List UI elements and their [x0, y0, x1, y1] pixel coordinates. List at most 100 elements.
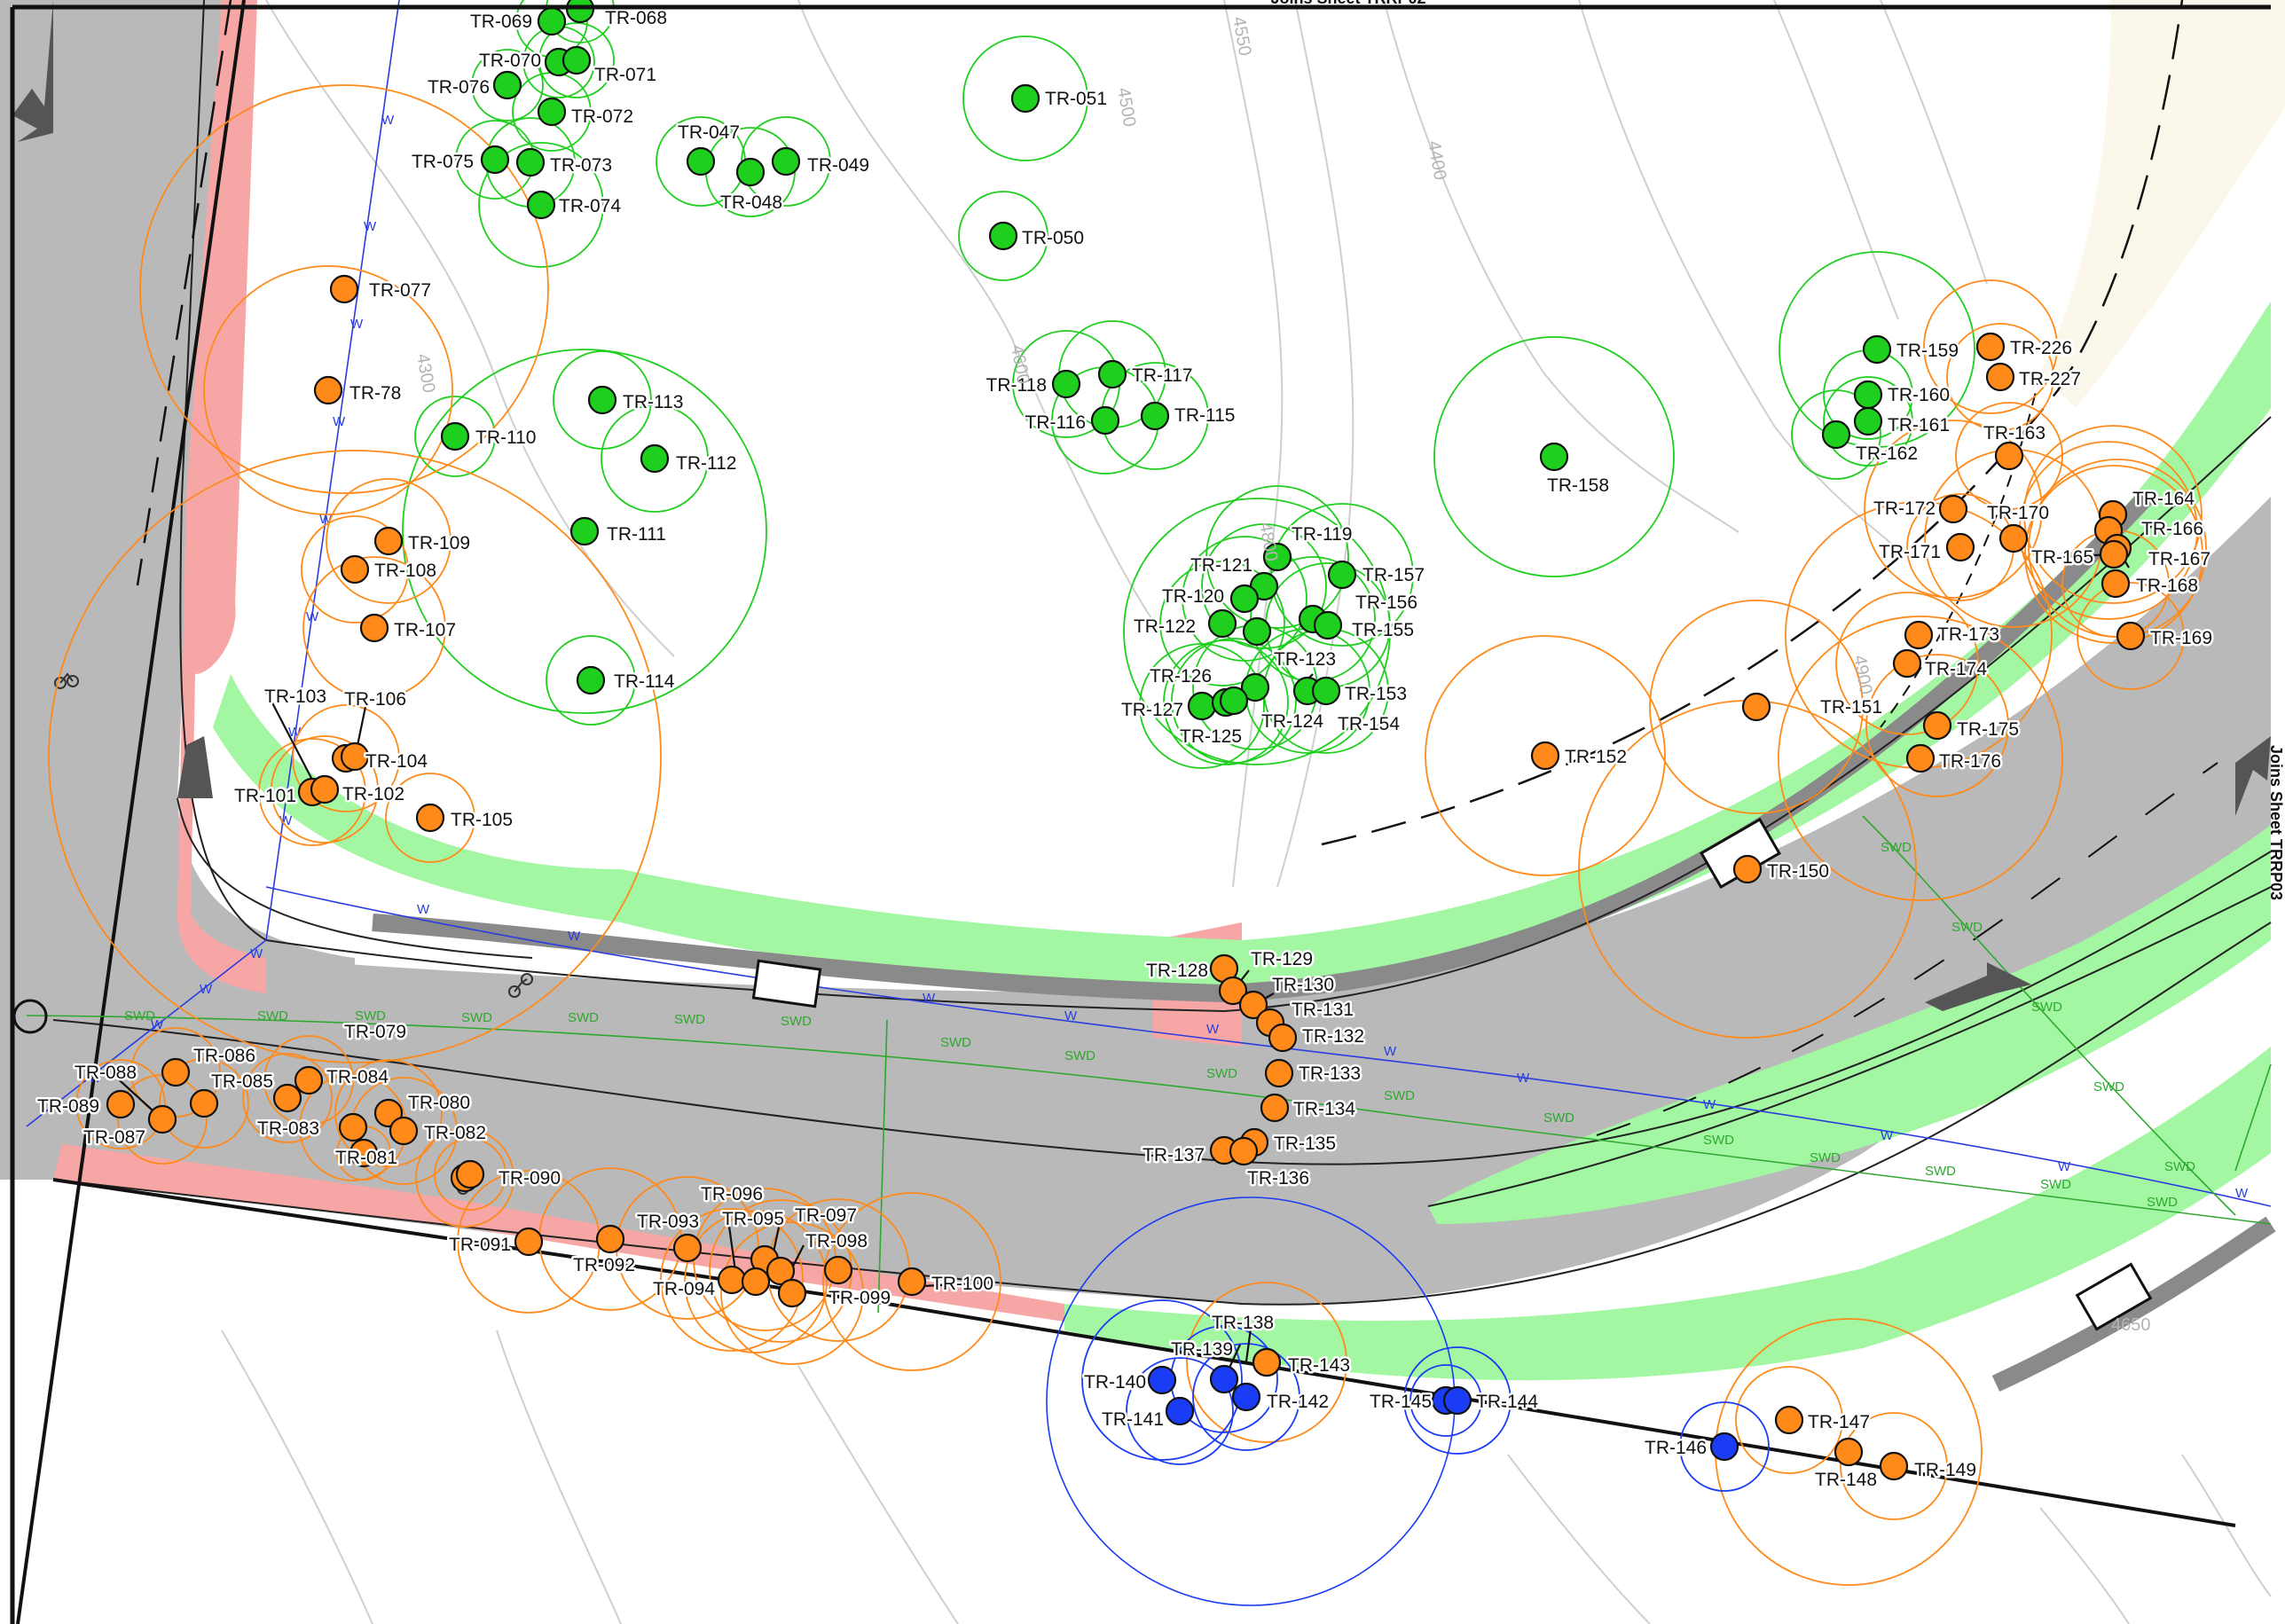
tree-marker-tr-140[interactable]: [1147, 1365, 1177, 1395]
tree-marker-tr-168[interactable]: [2100, 569, 2131, 599]
tree-marker-tr-114[interactable]: [576, 665, 606, 695]
tree-marker-tr-102[interactable]: [310, 774, 340, 804]
tree-marker-tr-071[interactable]: [561, 45, 592, 75]
tree-marker-tr-154[interactable]: [1311, 676, 1341, 706]
tree-marker-tr-105[interactable]: [415, 803, 445, 833]
tree-label-tr-141: TR-141: [1102, 1409, 1164, 1430]
tree-marker-tr-175[interactable]: [1922, 710, 1952, 741]
tree-marker-tr-130[interactable]: [1238, 990, 1268, 1020]
tree-marker-tr-048[interactable]: [735, 157, 766, 187]
tree-marker-tr-151[interactable]: [1741, 692, 1771, 722]
tree-label-tr-167: TR-167: [2148, 549, 2210, 569]
tree-marker-tr-133[interactable]: [1264, 1058, 1294, 1088]
tree-marker-tr-136[interactable]: [1229, 1136, 1259, 1166]
tree-marker-tr-072[interactable]: [537, 97, 567, 127]
tree-marker-tr-050[interactable]: [988, 221, 1018, 251]
tree-marker-tr-098[interactable]: [777, 1278, 807, 1308]
tree-marker-tr-150[interactable]: [1732, 854, 1763, 884]
tree-marker-tr-108[interactable]: [340, 554, 370, 584]
tree-marker-tr-142[interactable]: [1231, 1382, 1261, 1412]
tree-marker-tr-126[interactable]: [1240, 672, 1270, 702]
tree-marker-tr-051[interactable]: [1010, 83, 1040, 114]
tree-label-tr-161: TR-161: [1888, 415, 1950, 435]
tree-marker-tr-158[interactable]: [1539, 442, 1569, 472]
tree-marker-tr-124[interactable]: [1219, 686, 1249, 716]
tree-marker-tr-116[interactable]: [1090, 405, 1120, 435]
tree-marker-tr-172[interactable]: [1938, 494, 1968, 524]
tree-marker-tr-090[interactable]: [455, 1159, 485, 1189]
tree-marker-tr-171[interactable]: [1945, 532, 1975, 562]
tree-marker-tr-141[interactable]: [1165, 1396, 1195, 1426]
tree-marker-tr-174[interactable]: [1892, 648, 1922, 679]
tree-marker-tr-173[interactable]: [1904, 620, 1934, 650]
tree-marker-tr-162[interactable]: [1821, 420, 1851, 450]
tree-marker-tr-091[interactable]: [514, 1227, 544, 1257]
tree-marker-tr-047[interactable]: [686, 146, 716, 177]
tree-marker-tr-159[interactable]: [1862, 334, 1892, 365]
tree-marker-tr-132[interactable]: [1268, 1023, 1298, 1053]
tree-marker-tr-086[interactable]: [189, 1088, 219, 1118]
tree-marker-tr-082[interactable]: [389, 1116, 419, 1146]
tree-marker-tr-165[interactable]: [2099, 539, 2129, 569]
tree-marker-tr-123[interactable]: [1242, 616, 1272, 647]
tree-marker-tr-106[interactable]: [340, 741, 370, 772]
tree-marker-tr-117[interactable]: [1097, 359, 1127, 389]
tree-marker-tr-176[interactable]: [1905, 743, 1936, 773]
tree-marker-tr-170[interactable]: [1998, 523, 2029, 553]
tree-marker-tr-134[interactable]: [1260, 1093, 1290, 1123]
tree-marker-tr-146[interactable]: [1709, 1432, 1739, 1462]
tree-marker-tr-127[interactable]: [1187, 691, 1217, 721]
tree-marker-tr-163[interactable]: [1994, 441, 2024, 471]
tree-marker-tr-226[interactable]: [1975, 332, 2006, 362]
tree-marker-tr-081[interactable]: [349, 1138, 379, 1168]
tree-marker-tr-089[interactable]: [106, 1089, 136, 1119]
tree-marker-tr-160[interactable]: [1853, 380, 1883, 410]
tree-marker-tr-115[interactable]: [1140, 401, 1170, 431]
tree-marker-tr-068[interactable]: [565, 0, 595, 24]
tree-marker-tr-092[interactable]: [595, 1224, 625, 1254]
tree-marker-tr-075[interactable]: [480, 145, 510, 175]
tree-marker-tr-084[interactable]: [294, 1065, 324, 1095]
tree-marker-tr-096[interactable]: [741, 1267, 771, 1297]
tree-marker-tr-111[interactable]: [569, 516, 600, 546]
tree-marker-tr-139[interactable]: [1209, 1364, 1239, 1394]
tree-marker-tr-144[interactable]: [1442, 1385, 1472, 1416]
tree-marker-tr-110[interactable]: [440, 421, 470, 451]
tree-marker-tr-093[interactable]: [672, 1233, 703, 1263]
tree-marker-tr-074[interactable]: [526, 190, 556, 220]
tree-marker-tr-152[interactable]: [1530, 741, 1560, 771]
tree-marker-tr-118[interactable]: [1051, 369, 1081, 399]
tree-marker-tr-119[interactable]: [1262, 542, 1292, 572]
tree-marker-tr-099[interactable]: [823, 1255, 853, 1285]
tree-marker-tr-069[interactable]: [537, 6, 567, 36]
tree-marker-tr-155[interactable]: [1313, 610, 1343, 640]
tree-marker-tr-073[interactable]: [515, 147, 546, 177]
tree-marker-tr-107[interactable]: [359, 613, 389, 643]
tree-marker-tr-109[interactable]: [373, 526, 404, 556]
tree-marker-tr-100[interactable]: [897, 1267, 927, 1297]
tree-marker-tr-78[interactable]: [313, 375, 343, 405]
tree-marker-tr-122[interactable]: [1207, 608, 1237, 639]
tree-marker-tr-076[interactable]: [492, 70, 522, 100]
tree-marker-tr-112[interactable]: [640, 443, 670, 474]
tree-marker-tr-083[interactable]: [338, 1112, 368, 1142]
tree-marker-tr-147[interactable]: [1774, 1405, 1804, 1435]
tree-marker-tr-143[interactable]: [1252, 1347, 1282, 1377]
tree-marker-tr-120[interactable]: [1229, 584, 1260, 614]
tree-marker-tr-088[interactable]: [161, 1057, 191, 1087]
tree-marker-tr-148[interactable]: [1833, 1437, 1864, 1467]
tree-marker-tr-094[interactable]: [717, 1265, 747, 1295]
tree-marker-tr-085[interactable]: [272, 1083, 302, 1113]
tree-marker-tr-149[interactable]: [1879, 1451, 1909, 1481]
turn-arrow-icon: [1925, 962, 2031, 1011]
tree-marker-tr-169[interactable]: [2116, 621, 2146, 651]
tree-marker-tr-087[interactable]: [147, 1104, 177, 1134]
tree-marker-tr-161[interactable]: [1853, 406, 1883, 436]
tree-marker-tr-077[interactable]: [329, 274, 359, 304]
tree-marker-tr-049[interactable]: [771, 146, 801, 177]
tree-marker-tr-227[interactable]: [1985, 362, 2015, 392]
tree-marker-tr-129[interactable]: [1218, 976, 1248, 1006]
tree-marker-tr-097[interactable]: [766, 1256, 796, 1286]
tree-marker-tr-157[interactable]: [1327, 560, 1357, 590]
tree-marker-tr-113[interactable]: [587, 385, 617, 415]
